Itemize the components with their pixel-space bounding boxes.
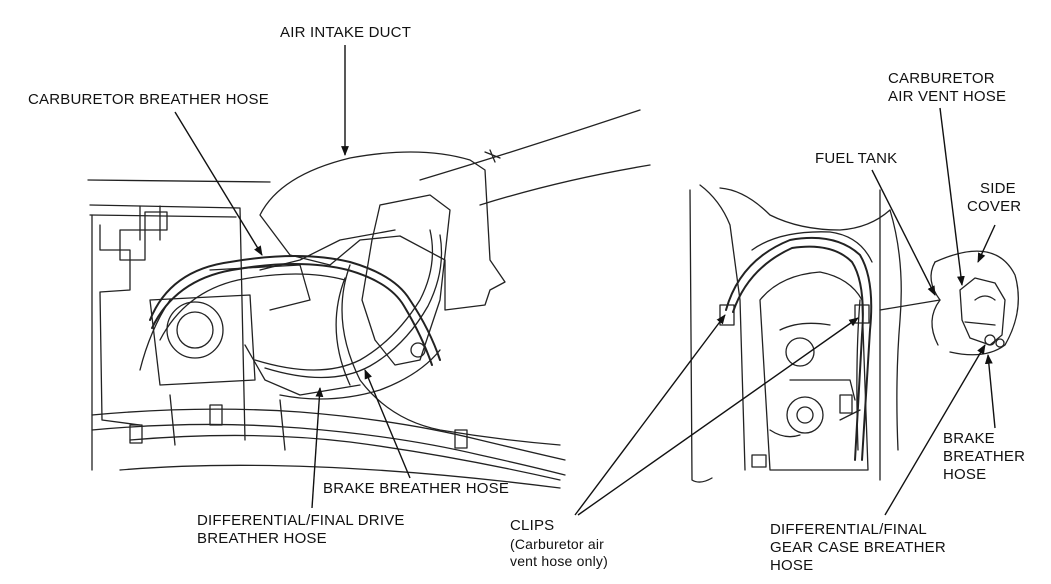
- differential-final-drive-leader: [312, 387, 324, 508]
- gear-case-leader: [885, 344, 985, 515]
- carburetor-breather-hose-leader: [175, 112, 262, 256]
- label-differential-final-drive-line2: BREATHER HOSE: [197, 530, 327, 547]
- label-brake-breather-right-line2: BREATHER: [943, 448, 1026, 465]
- label-side-cover-line2: COVER: [967, 198, 1022, 215]
- label-carburetor-air-vent-line1: CARBURETOR: [888, 70, 995, 87]
- carburetor-air-vent-leader: [940, 108, 965, 286]
- label-gear-case-line3: HOSE: [770, 557, 814, 574]
- label-clips-note-line1: (Carburetor air: [510, 536, 605, 552]
- label-carburetor-breather-hose: CARBURETOR BREATHER HOSE: [28, 91, 269, 108]
- side-cover-leader: [978, 225, 995, 263]
- label-brake-breather-right-line3: HOSE: [943, 466, 987, 483]
- label-gear-case-line2: GEAR CASE BREATHER: [770, 539, 946, 556]
- brake-breather-hose-leader: [365, 369, 410, 478]
- left-illustration: [88, 110, 650, 488]
- label-brake-breather-right-line1: BRAKE: [943, 430, 995, 447]
- label-fuel-tank: FUEL TANK: [815, 150, 898, 167]
- label-clips-note-line2: vent hose only): [510, 553, 608, 569]
- label-differential-final-drive-line1: DIFFERENTIAL/FINAL DRIVE: [197, 512, 405, 529]
- label-air-intake-duct: AIR INTAKE DUCT: [280, 24, 412, 41]
- leader-lines: [175, 45, 995, 515]
- label-clips: CLIPS: [510, 517, 555, 534]
- right-illustration: [690, 185, 1018, 482]
- clips-leader-right: [578, 318, 859, 515]
- label-brake-breather-hose-left: BRAKE BREATHER HOSE: [323, 480, 510, 497]
- clips-leader-left: [575, 314, 726, 515]
- label-side-cover-line1: SIDE: [980, 180, 1016, 197]
- label-gear-case-line1: DIFFERENTIAL/FINAL: [770, 521, 927, 538]
- label-carburetor-air-vent-line2: AIR VENT HOSE: [888, 88, 1007, 105]
- brake-breather-right-leader: [984, 354, 995, 428]
- fuel-tank-leader: [872, 170, 935, 296]
